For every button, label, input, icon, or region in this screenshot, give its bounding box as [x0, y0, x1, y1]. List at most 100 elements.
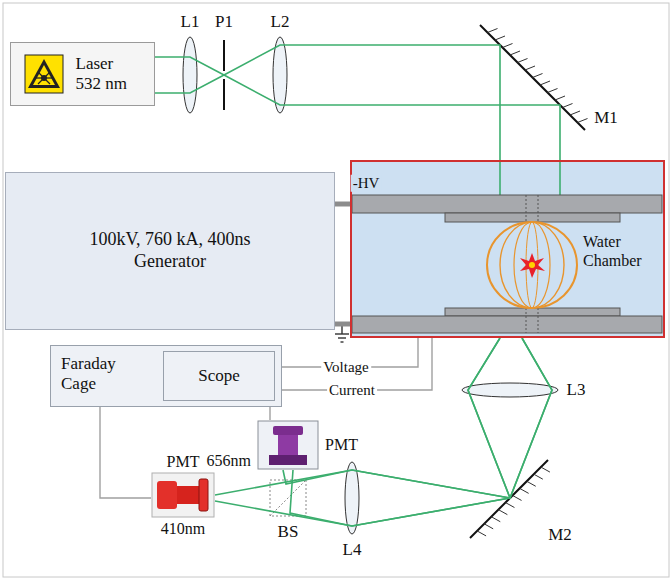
mirror-m2: [470, 460, 550, 538]
ground-bar: [338, 337, 346, 338]
hatch-stroke: [527, 481, 536, 486]
beam-splitter: [270, 480, 306, 516]
hatch-stroke: [541, 467, 550, 472]
icon-ray: [38, 72, 50, 84]
beam-inside-chamber: [500, 160, 560, 195]
hatch-stroke: [488, 29, 498, 33]
hatch-stroke: [477, 531, 486, 536]
node-icon: [257, 420, 319, 470]
part-label: P1: [213, 13, 235, 32]
part-label: M2: [546, 526, 574, 545]
node-sublabel: 410nm: [161, 519, 205, 538]
water-chamber: Water Chamber: [350, 160, 665, 338]
pmt-icon: [151, 472, 215, 518]
wire: [500, 222, 564, 308]
pmt-tube: [177, 486, 199, 504]
edge-label: Current: [327, 382, 377, 399]
node-label: 100kV, 760 kA, 400ns Generator: [65, 229, 275, 272]
hatch-stroke: [578, 119, 588, 123]
connector-line: [100, 407, 151, 498]
hatch-stroke: [498, 510, 507, 515]
node-icon: [151, 472, 215, 518]
frame: [3, 3, 669, 577]
part-label: L2: [269, 13, 292, 32]
hole-line: [526, 308, 527, 333]
star-core: [529, 262, 535, 268]
pmt-face: [199, 479, 208, 511]
connector: [270, 407, 271, 420]
connector-line: [283, 338, 510, 498]
icon-triangle: [28, 59, 60, 88]
hatch-stroke: [533, 74, 543, 78]
laser-box: Laser 532 nm: [10, 42, 155, 106]
hatch-stroke: [548, 89, 558, 93]
part-label: L4: [341, 541, 364, 560]
hatch-stroke: [484, 524, 493, 529]
water-fill: [350, 160, 665, 338]
hatch-stroke: [540, 81, 550, 85]
mirror-hatching: [488, 29, 588, 123]
mirror-surface: [480, 25, 585, 130]
pmt-icon: [257, 420, 319, 470]
hatch-stroke: [525, 66, 535, 70]
hole-line: [538, 195, 539, 222]
star: [520, 253, 545, 278]
node-label: Scope: [198, 366, 240, 386]
pmt-cap: [273, 426, 303, 435]
ground-bar: [335, 333, 349, 334]
connector: [100, 407, 151, 498]
hatch-stroke: [570, 111, 580, 115]
lens: [462, 383, 558, 397]
scope-box: Scope: [163, 351, 275, 401]
pmt-656: 656nm PMT: [207, 420, 358, 470]
part-label: L1: [179, 13, 202, 32]
pmt-housing: [152, 473, 214, 517]
mirror-m1: [480, 25, 588, 130]
pmt-housing: [258, 421, 318, 469]
electrode-plate: [352, 316, 662, 333]
icon-ray: [38, 72, 50, 84]
faraday-cage: Faraday Cage Scope: [50, 345, 282, 407]
beam-splitter-diagonal: [270, 480, 306, 516]
pmt-base: [157, 481, 177, 509]
pmt-tube: [278, 435, 298, 455]
hatch-stroke: [518, 59, 528, 63]
node-sublabel: PMT: [325, 435, 358, 454]
wire-array: [487, 222, 577, 308]
icon-triangle-inner: [33, 65, 55, 85]
hatch-stroke: [491, 517, 500, 522]
edge-label: -HV: [351, 175, 382, 192]
edge-label: Voltage: [321, 359, 371, 376]
connector-line: [335, 322, 350, 327]
pmt-base: [269, 455, 307, 465]
electrode-tip: [445, 213, 620, 222]
wire: [514, 222, 550, 308]
plasma-star: [520, 253, 545, 278]
node-label: Faraday Cage: [61, 354, 141, 395]
beam-ray: [499, 160, 501, 195]
lens: [183, 37, 197, 113]
ground-bar: [341, 341, 344, 342]
connector-line: [335, 202, 350, 207]
wire-outline: [487, 222, 577, 308]
ground-symbol: [335, 324, 349, 342]
hole-line: [526, 195, 527, 222]
laser-warning-icon: [24, 54, 64, 94]
electrode-plate: [352, 195, 662, 213]
part-label: M1: [592, 109, 620, 128]
node-label: 656nm: [207, 451, 251, 470]
connector: [335, 324, 350, 325]
bottom-electrode: [352, 308, 662, 333]
connector: [283, 338, 552, 526]
pmt-410: PMT 410nm: [151, 452, 215, 538]
connector-line: [155, 45, 500, 160]
part-label: L3: [565, 381, 588, 400]
node-label: Laser 532 nm: [76, 54, 142, 95]
hatch-stroke: [563, 104, 573, 108]
generator-box: 100kV, 760 kA, 400ns Generator: [5, 172, 335, 330]
node-icon: [24, 54, 64, 94]
mirror-surface: [470, 460, 548, 538]
connector: [155, 45, 560, 160]
node-label: PMT: [167, 452, 200, 471]
